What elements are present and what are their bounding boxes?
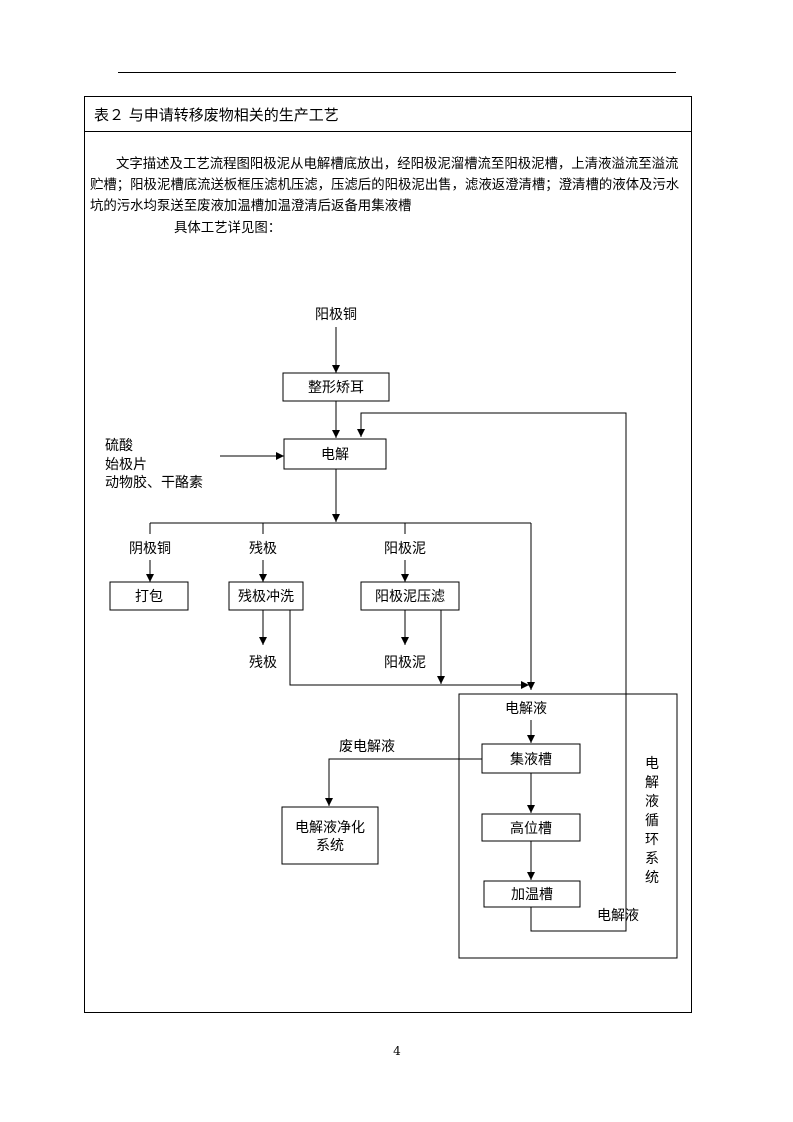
process-description: 文字描述及工艺流程图阳极泥从电解槽底放出，经阳极泥溜槽流至阳极泥槽，上清液溢流至…: [90, 157, 680, 214]
cycle-char: 电: [645, 756, 659, 772]
box-pack: [109, 581, 189, 611]
cycle-system-box: [458, 693, 678, 959]
table-title-row: [84, 96, 692, 132]
label-branch-residue: 残极: [249, 541, 277, 557]
box-heat: [483, 880, 581, 908]
cycle-char: 循: [645, 813, 659, 829]
wash-return-line: [289, 610, 529, 689]
cycle-char: 环: [645, 832, 659, 848]
cycle-char: 解: [645, 775, 659, 791]
box-collect: [481, 743, 581, 774]
label-collect: 集液槽: [510, 751, 552, 768]
label-out-slime: 阳极泥: [384, 655, 426, 671]
label-purify-2: 系统: [316, 838, 344, 854]
cycle-char: 系: [645, 851, 659, 867]
cycle-char: 液: [645, 794, 659, 810]
label-wash: 残极冲洗: [238, 589, 294, 605]
box-purify: [281, 806, 379, 865]
box-electrolysis: [283, 438, 387, 470]
cycle-system-label: 电 解 液 循 环 系 统: [645, 756, 659, 886]
label-reagent-2: 始极片: [105, 457, 147, 473]
label-pack: 打包: [135, 588, 163, 605]
circulation-return-line: [357, 412, 627, 932]
label-branch-cathode: 阴极铜: [129, 541, 171, 557]
label-high: 高位槽: [510, 820, 552, 837]
box-wash: [228, 581, 304, 611]
label-trim: 整形矫耳: [308, 380, 364, 396]
label-input: 阳极铜: [315, 307, 357, 323]
box-trim: [282, 372, 390, 402]
cycle-char: 统: [645, 870, 659, 886]
box-high: [481, 813, 581, 842]
label-reagent-1: 硫酸: [105, 438, 133, 454]
page-number: 4: [393, 1044, 401, 1058]
header-rule: [118, 72, 676, 73]
label-electrolysis: 电解: [321, 447, 349, 463]
label-out-residue: 残极: [249, 655, 277, 671]
box-filter: [360, 581, 460, 611]
detail-label: 具体工艺详见图：: [174, 221, 282, 236]
label-heat: 加温槽: [511, 887, 553, 903]
label-electrolyte-out: 电解液: [597, 908, 639, 924]
label-electrolyte-in: 电解液: [505, 701, 547, 717]
table-title: 表２ 与申请转移废物相关的生产工艺: [94, 106, 339, 124]
label-filter: 阳极泥压滤: [375, 589, 445, 605]
label-reagent-3: 动物胶、干酪素: [105, 474, 203, 491]
label-branch-slime: 阳极泥: [384, 541, 426, 557]
waste-electrolyte-line: [325, 758, 482, 806]
label-purify-1: 电解液净化: [295, 820, 365, 836]
label-waste-electrolyte: 废电解液: [339, 739, 395, 755]
